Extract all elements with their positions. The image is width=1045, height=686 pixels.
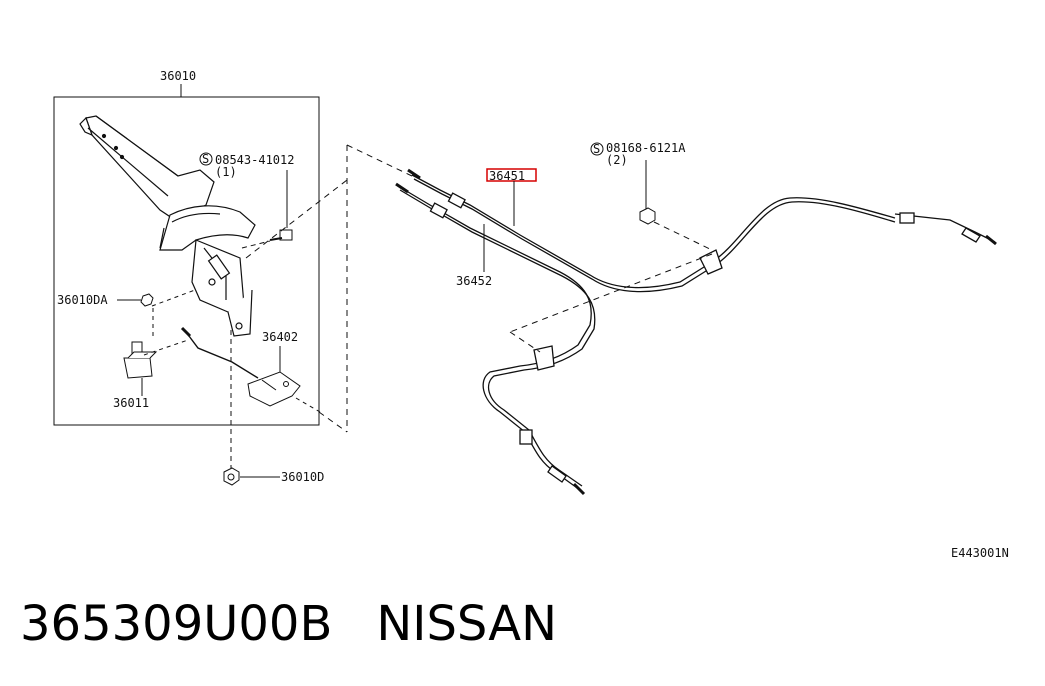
screw-symbol-2: S <box>593 142 600 156</box>
connection-lines <box>245 144 413 433</box>
bracket-36402: 36402 <box>180 326 321 413</box>
lever-assembly-group: 36010 S 08543-41012 (1) <box>53 69 321 426</box>
label-nut-d: 36010D <box>281 470 324 484</box>
footer-title: 365309U00B NISSAN <box>20 596 557 660</box>
part-number: 365309U00B <box>20 596 333 652</box>
label-bracket: 36402 <box>262 330 298 344</box>
nut-36010d: 36010D <box>223 330 324 486</box>
label-bolt-2-qty: (2) <box>606 153 628 167</box>
label-nut-da: 36010DA <box>57 293 108 307</box>
label-screw-1-qty: (1) <box>215 165 237 179</box>
brand-name: NISSAN <box>376 596 558 652</box>
parking-brake-lever-drawing <box>79 115 256 337</box>
nut-36010da: 36010DA <box>57 289 196 340</box>
parking-brake-cables <box>395 168 997 496</box>
screw-08543: S 08543-41012 (1) <box>199 152 294 249</box>
label-cable-rear: 36452 <box>456 274 492 288</box>
label-switch: 36011 <box>113 396 149 410</box>
diagram-code: E443001N <box>951 546 1009 560</box>
bolt-08168: S 08168-6121A (2) <box>590 141 686 225</box>
lever-assembly-box <box>53 96 320 426</box>
cable-rear-label-group: 36452 <box>456 224 492 288</box>
label-cable-front: 36451 <box>489 169 525 183</box>
highlight-box <box>486 168 537 182</box>
label-screw-1: 08543-41012 <box>215 153 294 167</box>
bolt-dashed-lines <box>509 221 713 353</box>
highlight-36451: 36451 <box>486 168 537 226</box>
label-lever-assembly: 36010 <box>160 69 196 83</box>
screw-symbol-1: S <box>202 152 209 166</box>
label-bolt-2: 08168-6121A <box>606 141 686 155</box>
switch-36011: 36011 <box>113 339 189 410</box>
